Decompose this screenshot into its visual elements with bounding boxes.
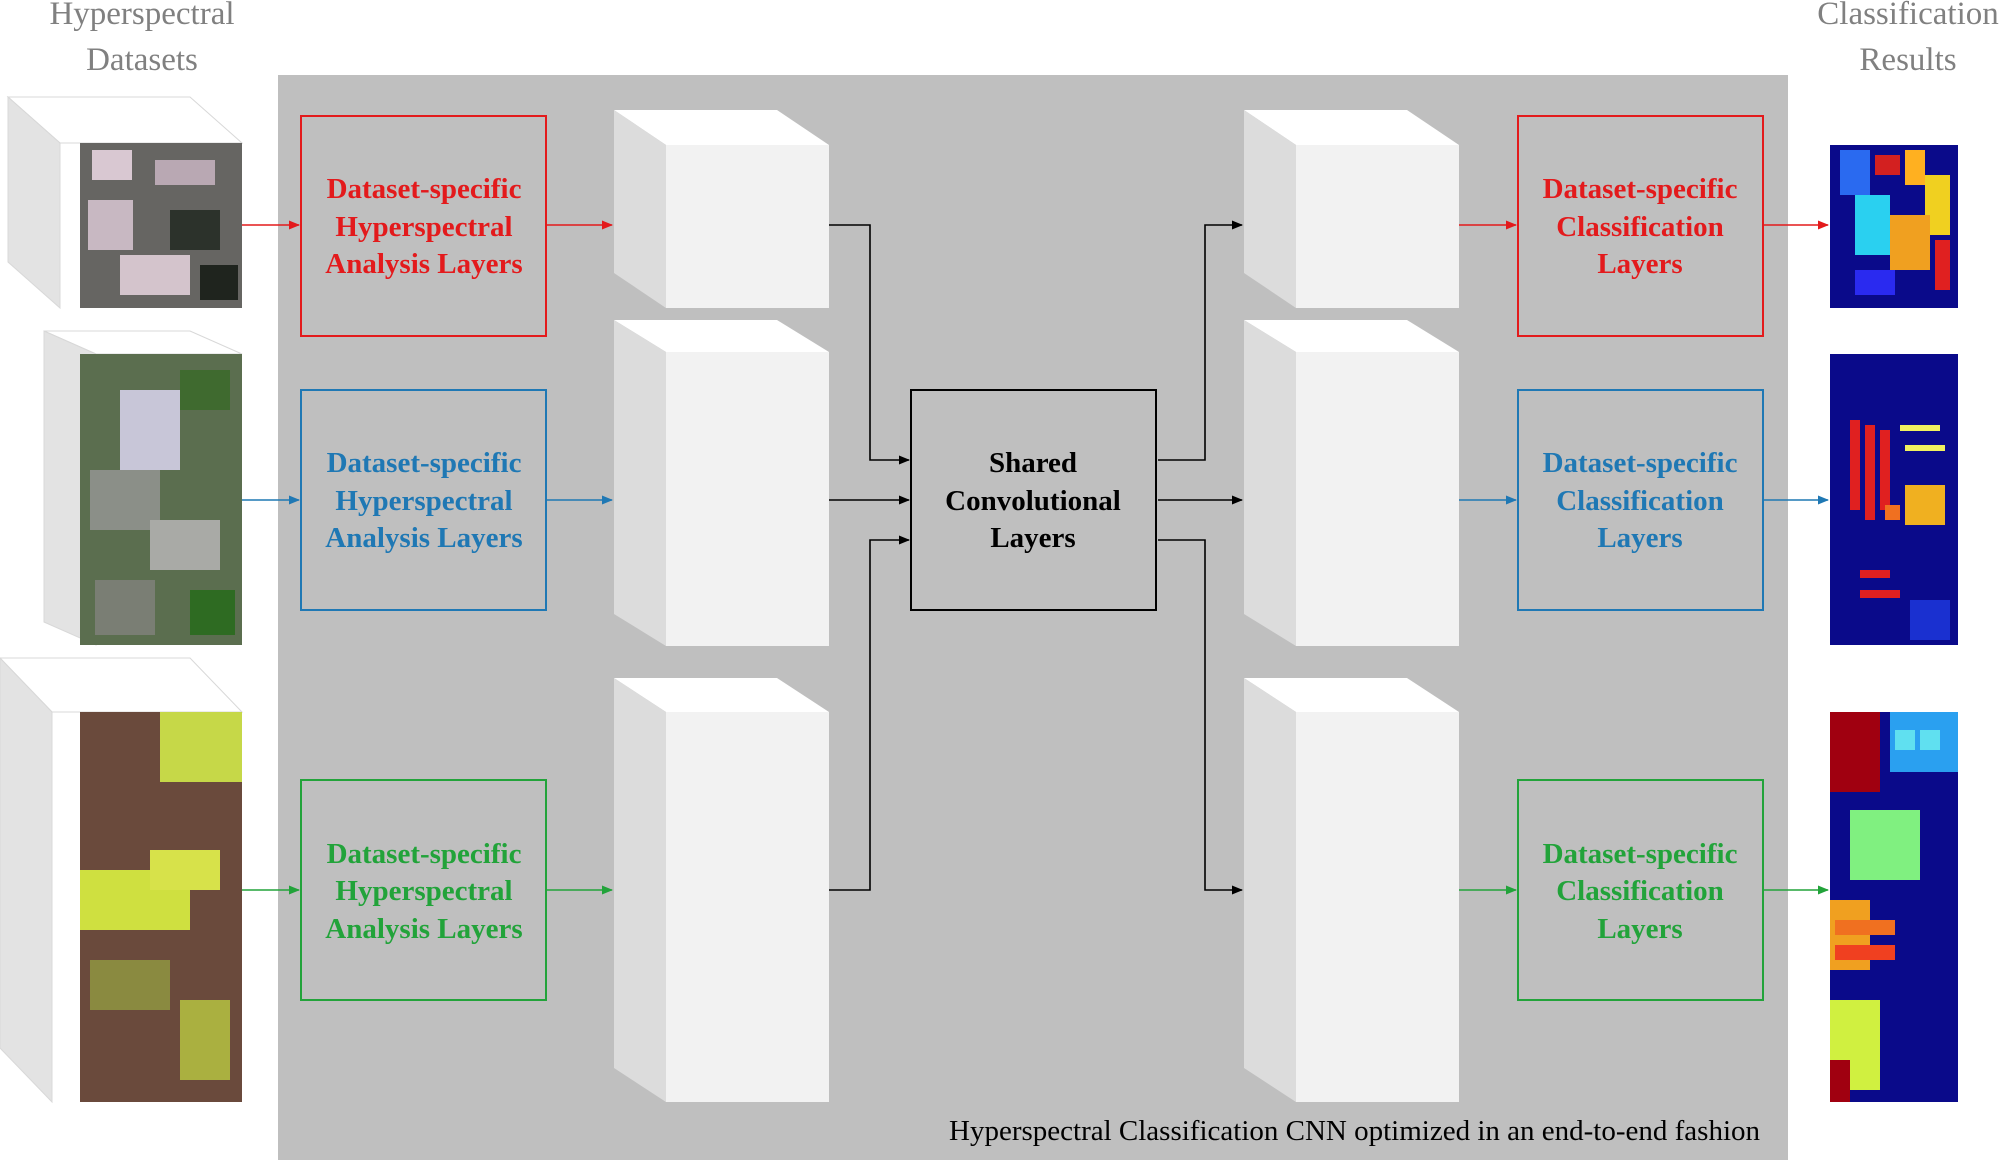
input-cube-3 <box>0 657 244 1104</box>
feature-cube-right-2 <box>1244 320 1459 646</box>
feature-cube-left-1 <box>614 110 829 308</box>
output-map-1 <box>1830 145 1958 308</box>
analysis-red-line1: Dataset-specific <box>327 173 522 205</box>
analysis-blue-line2: Hyperspectral <box>335 485 512 517</box>
outputs-header-line1: Classification <box>1817 0 1998 32</box>
cnn-panel <box>278 75 1788 1160</box>
feature-cube-left-2 <box>614 320 829 646</box>
shared-line1: Shared <box>989 447 1077 479</box>
analysis-green-line1: Dataset-specific <box>327 838 522 870</box>
shared-conv-box <box>910 389 1157 611</box>
feature-cube-left-3 <box>614 678 829 1102</box>
classification-green-line1: Dataset-specific <box>1543 838 1738 870</box>
classification-red-line2: Classification <box>1556 211 1724 243</box>
classification-box-red <box>1517 115 1764 337</box>
shared-line3: Layers <box>990 522 1075 554</box>
classification-green-line2: Classification <box>1556 875 1724 907</box>
classification-blue-line2: Classification <box>1556 485 1724 517</box>
classification-blue-line1: Dataset-specific <box>1543 447 1738 479</box>
analysis-red-line3: Analysis Layers <box>325 248 522 280</box>
analysis-green-line3: Analysis Layers <box>325 913 522 945</box>
feature-cube-right-3 <box>1244 678 1459 1102</box>
analysis-blue-line1: Dataset-specific <box>327 447 522 479</box>
inputs-header-line2: Datasets <box>86 42 198 78</box>
output-map-3 <box>1830 712 1958 1102</box>
shared-line2: Convolutional <box>945 485 1121 517</box>
classification-red-line3: Layers <box>1597 248 1682 280</box>
analysis-box-red <box>300 115 547 337</box>
feature-cube-right-1 <box>1244 110 1459 308</box>
output-map-2 <box>1830 354 1958 645</box>
outputs-header-line2: Results <box>1859 42 1956 78</box>
analysis-red-line2: Hyperspectral <box>335 211 512 243</box>
analysis-green-line2: Hyperspectral <box>335 875 512 907</box>
input-cube-2 <box>43 330 243 646</box>
input-cube-1 <box>6 95 244 310</box>
classification-green-line3: Layers <box>1597 913 1682 945</box>
classification-red-line1: Dataset-specific <box>1543 173 1738 205</box>
analysis-blue-line3: Analysis Layers <box>325 522 522 554</box>
panel-caption: Hyperspectral Classification CNN optimiz… <box>949 1115 1760 1147</box>
classification-blue-line3: Layers <box>1597 522 1682 554</box>
inputs-header-line1: Hyperspectral <box>49 0 234 32</box>
